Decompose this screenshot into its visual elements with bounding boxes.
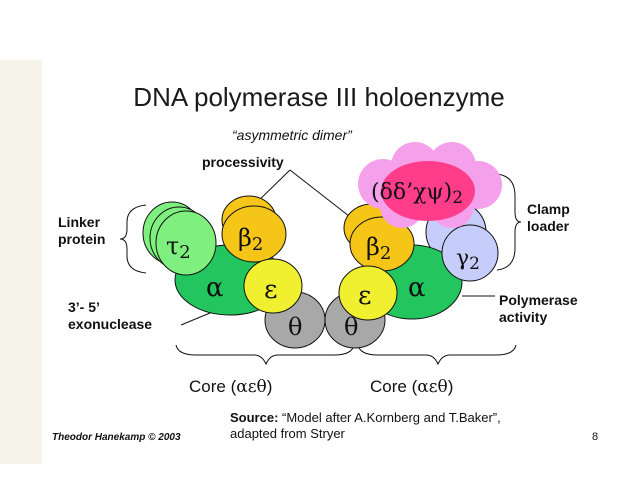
core-right-brace xyxy=(357,344,517,366)
slide-subtitle: “asymmetric dimer” xyxy=(232,127,352,143)
source-heading: Source: xyxy=(230,410,279,425)
clamp-loader-label: Clamp loader xyxy=(527,201,570,234)
slide-side-band xyxy=(0,60,42,464)
gamma-subunit xyxy=(441,224,499,282)
beta-left-symbol: β2 xyxy=(238,224,263,255)
core-right-label: Core (αεθ) xyxy=(370,377,454,397)
core-left-label: Core (αεθ) xyxy=(189,377,273,397)
linker-brace xyxy=(119,204,147,274)
alpha-left-symbol: α xyxy=(206,273,224,303)
slide-title: DNA polymerase III holoenzyme xyxy=(133,82,505,112)
epsilon-right-symbol: ε xyxy=(358,281,371,311)
author-credit: Theodor Hanekamp © 2003 xyxy=(52,432,181,443)
beta-left-subunit xyxy=(221,205,287,263)
clamp-complex-subunit xyxy=(381,161,475,221)
core-left-brace xyxy=(175,344,355,366)
clamp-complex-symbol: (δδ’χψ)2 xyxy=(371,180,463,208)
page-number: 8 xyxy=(592,431,599,443)
processivity-label: processivity xyxy=(202,154,284,170)
exonuclease-label: 3’- 5’ exonuclease xyxy=(68,299,153,332)
tau-subunit xyxy=(155,210,217,276)
theta-left-symbol: θ xyxy=(288,313,302,341)
source-citation: Source: “Model after A.Kornberg and T.Ba… xyxy=(230,410,501,441)
epsilon-left-symbol: ε xyxy=(264,275,277,305)
theta-right-symbol: θ xyxy=(344,313,358,341)
tau-symbol: τ2 xyxy=(166,232,191,263)
alpha-right-symbol: α xyxy=(408,273,426,303)
epsilon-left-subunit xyxy=(243,258,303,314)
beta-right-symbol: β2 xyxy=(366,233,391,264)
linker-protein-label: Linker protein xyxy=(58,214,106,247)
polymerase-activity-label: Polymerase activity xyxy=(499,292,578,325)
gamma-symbol: γ2 xyxy=(456,246,480,274)
epsilon-right-subunit xyxy=(338,265,398,321)
clamp-brace xyxy=(496,173,522,271)
